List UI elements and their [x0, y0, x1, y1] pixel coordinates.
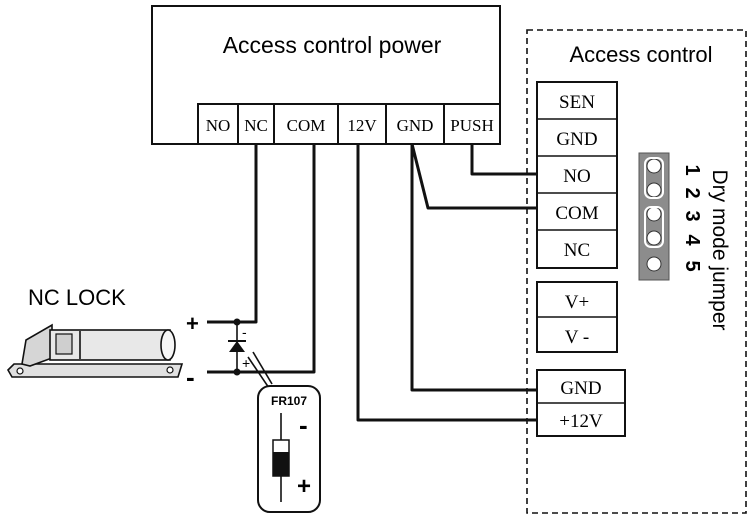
lock-plus-terminal: + — [186, 311, 199, 336]
protection-diode: - + FR107 - + — [228, 322, 321, 513]
controller-title: Access control — [569, 42, 712, 67]
ps-terminal-gnd — [385, 103, 445, 145]
ps-terminal-label: GND — [397, 116, 434, 135]
jumper-pin-number: 1 — [681, 164, 703, 175]
jumper-pin — [646, 206, 662, 222]
power-terminal-label: GND — [560, 378, 601, 399]
lock-minus-terminal: - — [186, 362, 195, 392]
relay-terminal-label: GND — [556, 129, 597, 150]
diode-small-minus: - — [242, 324, 247, 340]
lock-coil-housing — [55, 333, 73, 355]
lock-bolt-end — [160, 329, 176, 361]
jumper-pin — [646, 256, 662, 272]
wire-12v-to-plus12v — [356, 144, 537, 422]
ps-terminal-no — [197, 103, 239, 145]
diode-plus-label: + — [297, 473, 311, 500]
jumper-pin — [646, 182, 662, 198]
lock-mount-plate — [7, 363, 184, 378]
lock-end-block — [21, 323, 53, 367]
power-supply-title: Access control power — [223, 32, 442, 58]
relay-terminal-label: COM — [555, 203, 598, 224]
jumper-cap — [644, 157, 664, 199]
diode-callout-line — [247, 356, 270, 389]
jumper-cap — [644, 206, 664, 248]
power-terminal-label: +12V — [559, 411, 603, 432]
lock-screw-hole — [16, 367, 24, 375]
controller-dashed-border — [526, 29, 747, 514]
relay-terminal-label: NO — [563, 166, 590, 187]
jumper-pin-number: 5 — [681, 260, 703, 271]
ps-terminal-12v — [337, 103, 387, 145]
lock-label: NC LOCK — [28, 285, 126, 310]
jumper-pin — [646, 158, 662, 174]
relay-terminal-block — [536, 81, 618, 269]
aux-terminal-label: V+ — [565, 292, 589, 313]
jumper-pin-number: 4 — [681, 234, 703, 246]
wiring — [207, 143, 537, 422]
jumper-label: Dry mode jumper — [708, 169, 731, 330]
jumper-pin-number: 2 — [681, 187, 703, 198]
ps-terminal-label: NO — [206, 116, 231, 135]
jumper-pin-numbers: 1 — [681, 164, 703, 175]
wire-push-to-no — [470, 144, 537, 176]
ps-terminal-label: COM — [287, 116, 326, 135]
diode-callout-line — [252, 351, 273, 385]
aux-terminal-label: V - — [565, 327, 589, 348]
wire-com-to-lock-minus — [207, 144, 316, 374]
wire-gnd-to-gnd — [410, 144, 537, 392]
nc-lock: NC LOCK + - — [7, 285, 199, 392]
jumper-pin — [646, 230, 662, 246]
lock-screw-hole — [166, 366, 174, 374]
access-controller: Access control SEN GND NO COM NC V+ V - … — [526, 29, 747, 514]
wire-gnd-to-com — [410, 143, 537, 210]
power-supply: Access control power NO NC COM 12V GND P… — [151, 5, 501, 145]
diode-symbol — [229, 341, 245, 352]
relay-terminal-label: NC — [564, 240, 590, 261]
dry-mode-jumper: 1 2 3 4 5 Dry mode jumper — [638, 152, 731, 331]
diode-body-band — [273, 452, 289, 476]
diode-part-number: FR107 — [271, 394, 307, 408]
wire-nc-to-lock-plus — [207, 144, 258, 324]
relay-terminal-label: SEN — [559, 92, 595, 113]
diode-minus-label: - — [299, 410, 308, 440]
diode-small-plus: + — [242, 355, 250, 371]
jumper-pin-number: 3 — [681, 210, 703, 221]
ps-terminal-label: PUSH — [450, 116, 493, 135]
ps-terminal-label: NC — [244, 116, 268, 135]
ps-terminal-label: 12V — [347, 116, 377, 135]
